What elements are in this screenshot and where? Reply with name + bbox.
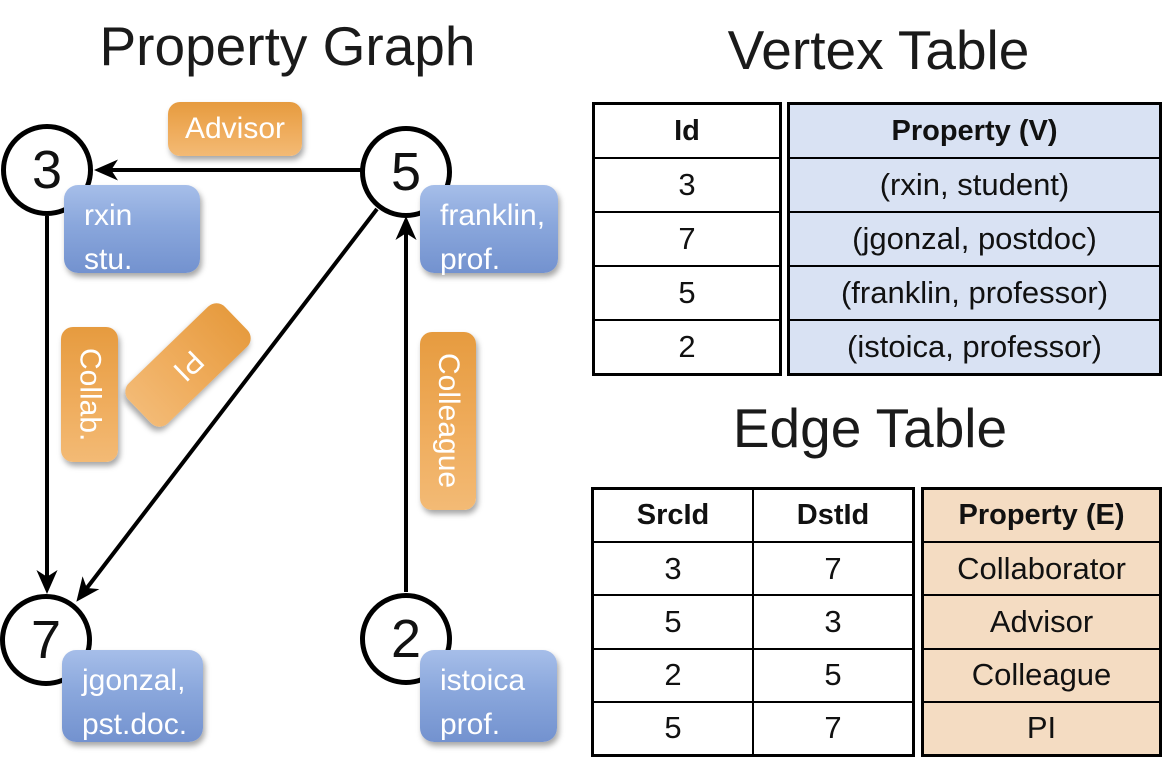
edge-table-dstid-column: DstId 7 3 5 7 (754, 490, 912, 754)
edge-table-property-column: Property (E) Collaborator Advisor Collea… (921, 487, 1162, 757)
table-cell: Collaborator (924, 543, 1159, 597)
vertex-property-line: rxin (84, 199, 133, 232)
vertex-property-line: istoica (440, 664, 526, 697)
table-cell: Advisor (924, 596, 1159, 650)
table-cell: (rxin, student) (790, 159, 1159, 213)
vertex-table-id-column: Id 3 7 5 2 (592, 102, 782, 376)
vertex-table-header-property: Property (V) (790, 105, 1159, 159)
vertex-property-box-3: rxin stu. (64, 185, 200, 276)
table-cell: Colleague (924, 649, 1159, 703)
table-cell: 5 (595, 267, 779, 321)
vertex-id: 3 (31, 140, 63, 200)
vertex-node-3: 3 (1, 124, 93, 216)
vertex-property-box-5: franklin, prof. (420, 185, 558, 276)
property-graph-title: Property Graph (99, 15, 476, 77)
table-cell: 7 (824, 710, 842, 746)
table-cell: 5 (594, 596, 752, 650)
table-cell: 5 (754, 650, 912, 703)
table-cell: (jgonzal, postdoc) (790, 213, 1159, 267)
vertex-property-line: stu. (84, 242, 133, 276)
edge-table-header-dstid: DstId (754, 490, 912, 544)
edge-table-header-srcid: SrcId (594, 490, 752, 544)
vertex-id: 5 (390, 142, 422, 202)
vertex-property-line: franklin, (440, 199, 546, 232)
vertex-property-line: prof. (440, 242, 501, 276)
vertex-property-line: prof. (440, 707, 501, 741)
table-cell: 3 (754, 596, 912, 650)
table-cell: 2 (678, 329, 696, 364)
vertex-table-title: Vertex Table (727, 19, 1030, 81)
vertex-table-property-column: Property (V) (rxin, student) (jgonzal, p… (787, 102, 1162, 376)
table-cell: 7 (595, 213, 779, 267)
vertex-id: 7 (30, 610, 62, 670)
edge-label-advisor: Advisor (168, 102, 302, 156)
table-cell: PI (924, 702, 1159, 755)
edge-table-srcid-column: SrcId 3 5 2 5 (594, 490, 754, 754)
table-cell: 3 (595, 159, 779, 213)
edge-label-colleague: Colleague (420, 332, 476, 510)
edge-label-collab: Collab. (61, 327, 118, 462)
edge-table-title: Edge Table (732, 397, 1008, 459)
table-cell: 2 (594, 650, 752, 703)
table-cell: (istoica, professor) (790, 321, 1159, 373)
edge-table-id-columns: SrcId 3 5 2 5 DstId 7 3 5 7 (591, 487, 915, 757)
vertex-property-line: pst.doc. (82, 707, 188, 741)
vertex-id: 2 (390, 609, 422, 669)
vertex-property-line: jgonzal, (82, 664, 186, 697)
table-cell: 3 (594, 543, 752, 597)
edge-table-header-property: Property (E) (924, 490, 1159, 544)
vertex-property-box-7: jgonzal, pst.doc. (62, 650, 203, 742)
edge-label-pi: PI (120, 298, 256, 432)
table-cell: (franklin, professor) (790, 267, 1159, 321)
vertex-property-box-2: istoica prof. (420, 650, 557, 742)
vertex-table-header-id: Id (595, 105, 779, 159)
table-cell: 5 (664, 710, 682, 746)
table-cell: 7 (754, 543, 912, 597)
